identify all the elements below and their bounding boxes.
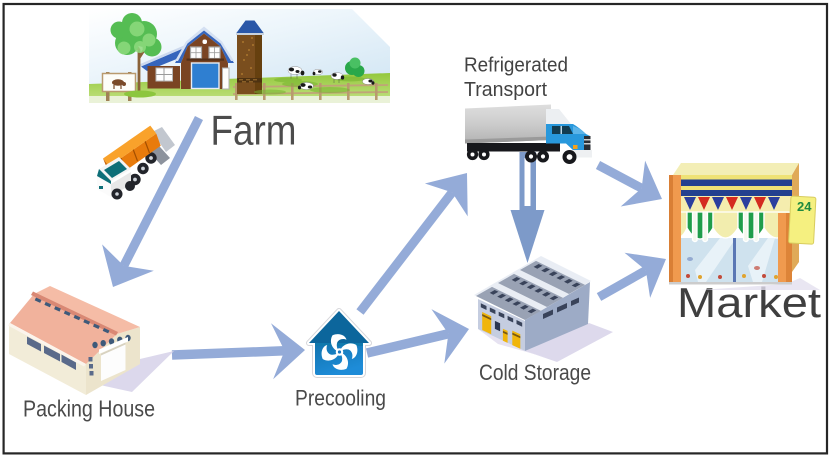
svg-text:Cold Storage: Cold Storage [479, 360, 591, 385]
svg-text:Precooling: Precooling [295, 386, 386, 411]
svg-text:Transport: Transport [464, 79, 547, 101]
svg-text:Packing House: Packing House [23, 396, 155, 422]
svg-text:Farm: Farm [211, 107, 297, 154]
svg-text:Refrigerated: Refrigerated [464, 55, 568, 77]
svg-text:24: 24 [797, 199, 812, 214]
